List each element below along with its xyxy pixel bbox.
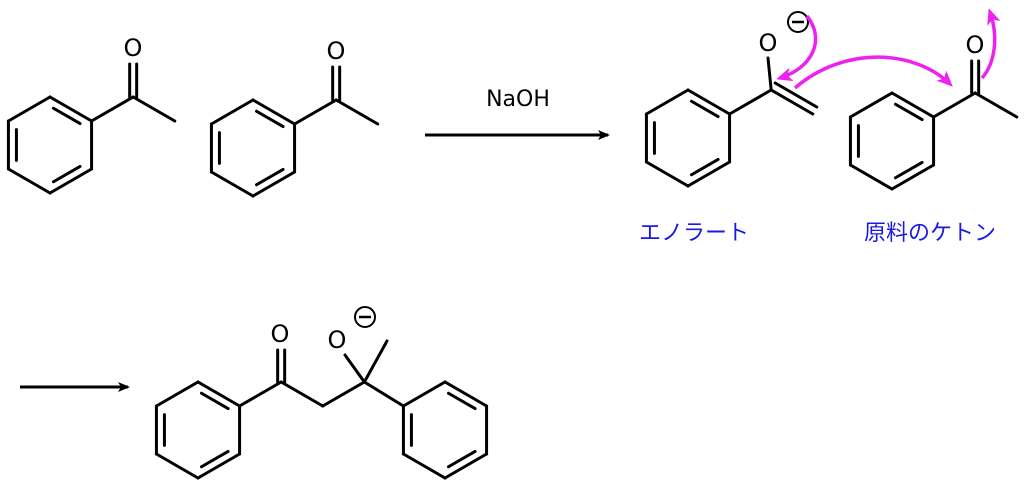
benzene-ring-bond [209, 170, 255, 198]
negative-charge-icon [354, 306, 376, 328]
benzene-ring-bond [196, 380, 242, 408]
oxygen-atom-enolate: O [759, 29, 778, 57]
aromatic-double-bond [51, 164, 82, 184]
electron-arrow-enolate-to-carbonyl [793, 55, 953, 90]
aromatic-double-bond [254, 109, 285, 129]
oxygen-atom-2: O [327, 37, 346, 65]
benzene-ring-bond [443, 380, 489, 408]
aryl-carbonyl-bond [90, 95, 135, 123]
enolate-label: エノラート [639, 221, 749, 246]
benzene-ring-bond [251, 98, 297, 126]
benzene-ring-bond [686, 88, 732, 116]
alkene-double-bond [773, 81, 819, 109]
methylene-bond [321, 380, 366, 408]
oxygen-atom-1: O [124, 34, 143, 62]
aromatic-double-bond [689, 99, 720, 119]
benzene-ring-bond [196, 452, 242, 480]
benzene-ring-bond [251, 170, 297, 198]
reagent-label: NaOH [486, 87, 550, 112]
aryl-carbonyl-bond [932, 91, 977, 119]
aromatic-double-bond [446, 449, 477, 469]
oxygen-atom-product-alkoxide: O [328, 326, 347, 354]
benzene-ring-bond [890, 163, 936, 191]
electron-arrow-charge-to-bond [776, 14, 818, 82]
oxygen-atom-ketone: O [966, 31, 985, 59]
electron-arrow-carbonyl-to-oxygen [980, 8, 1001, 80]
benzene-ring-bond [401, 380, 447, 408]
bond-layer [6, 56, 1019, 480]
benzene-ring-bond [401, 452, 447, 480]
aryl-carbon-bond [362, 380, 405, 408]
oxygen-atom-product-carbonyl: O [271, 320, 290, 348]
carbon-oxygen-bond [766, 56, 773, 92]
benzene-ring-bond [644, 160, 690, 188]
methyl-bond [131, 95, 177, 123]
aromatic-double-bond [446, 391, 477, 411]
methyl-bond [973, 91, 1019, 119]
aromatic-double-bond [254, 167, 285, 187]
benzene-ring-bond [686, 160, 732, 188]
alkene-bond [769, 88, 815, 116]
methylene-bond [279, 380, 325, 408]
aromatic-double-bond [199, 449, 230, 469]
aryl-carbonyl-bond [293, 98, 338, 126]
benzene-ring-bond [644, 88, 690, 116]
benzene-ring-bond [48, 167, 94, 195]
benzene-ring-bond [154, 452, 200, 480]
negative-charge-icon [787, 11, 809, 33]
aromatic-double-bond [893, 160, 924, 180]
benzene-ring-bond [6, 167, 52, 195]
aryl-carbonyl-bond [238, 380, 283, 408]
methyl-bond [362, 339, 389, 384]
benzene-ring-bond [443, 452, 489, 480]
benzene-ring-bond [48, 95, 94, 123]
benzene-ring-bond [6, 95, 52, 123]
aromatic-double-bond [51, 106, 82, 126]
methyl-bond [334, 98, 380, 126]
carbon-oxygen-bond [343, 353, 366, 384]
benzene-ring-bond [154, 380, 200, 408]
aryl-carbon-bond [728, 88, 773, 116]
benzene-ring-bond [890, 91, 936, 119]
aromatic-double-bond [689, 157, 720, 177]
aromatic-double-bond [199, 391, 230, 411]
benzene-ring-bond [209, 98, 255, 126]
benzene-ring-bond [848, 91, 894, 119]
starting-ketone-label: 原料のケトン [864, 221, 996, 246]
benzene-ring-bond [848, 163, 894, 191]
aromatic-double-bond [893, 102, 924, 122]
